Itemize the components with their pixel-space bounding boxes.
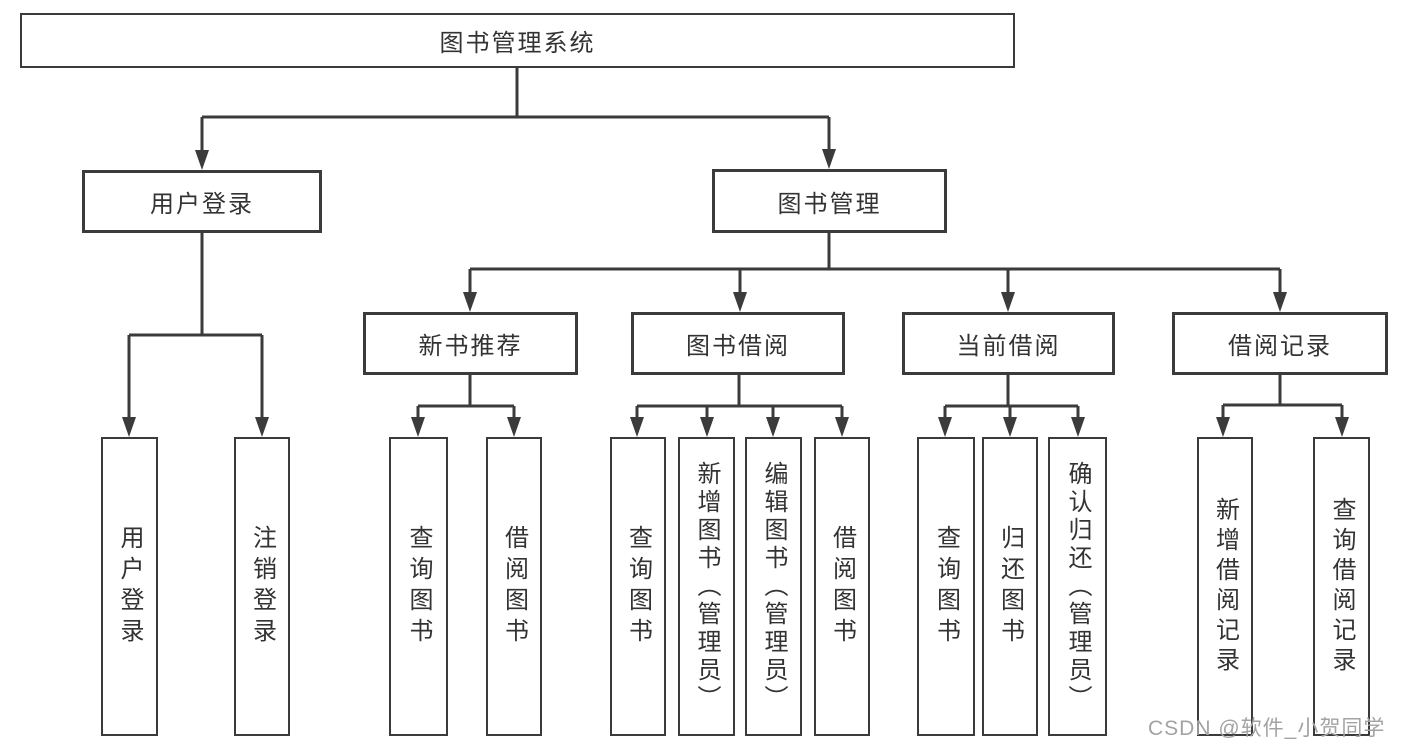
arrowhead	[507, 417, 521, 437]
connector-book-mgmt-children	[468, 233, 1282, 294]
node-root: 图书管理系统	[20, 13, 1015, 68]
node-book-mgmt: 图书管理	[712, 169, 947, 233]
arrowhead	[835, 417, 849, 437]
leaf-add-book-admin-label: 新增图书（管理员）	[693, 460, 720, 713]
arrowhead	[1003, 417, 1017, 437]
connector-current-borrow-children	[943, 375, 1080, 419]
arrowhead	[255, 417, 269, 437]
connector-user-login-children	[127, 233, 264, 419]
arrowhead	[822, 149, 836, 169]
leaf-borrow-books-2-label: 借阅图书	[828, 524, 856, 649]
leaf-add-borrow-record: 新增借阅记录	[1197, 437, 1253, 736]
arrowhead	[630, 417, 644, 437]
leaf-query-books-2: 查询图书	[610, 437, 666, 736]
node-root-label: 图书管理系统	[439, 30, 596, 57]
node-borrow-records-label: 借阅记录	[1228, 333, 1332, 360]
leaf-logout: 注销登录	[234, 437, 290, 736]
leaf-add-borrow-record-label: 新增借阅记录	[1211, 496, 1239, 677]
node-book-mgmt-label: 图书管理	[777, 190, 882, 218]
leaf-query-borrow-record-label: 查询借阅记录	[1328, 496, 1355, 677]
leaf-add-book-admin: 新增图书（管理员）	[678, 437, 735, 736]
leaf-query-books-1: 查询图书	[389, 437, 448, 736]
leaf-logout-label: 注销登录	[248, 524, 276, 649]
leaf-borrow-books-2: 借阅图书	[814, 437, 870, 736]
leaf-return-books-label: 归还图书	[996, 524, 1024, 649]
leaf-query-books-2-label: 查询图书	[624, 524, 652, 649]
arrowhead	[122, 417, 136, 437]
leaf-edit-book-admin: 编辑图书（管理员）	[745, 437, 802, 736]
connector-borrow-records-children	[1221, 375, 1344, 419]
leaf-return-books: 归还图书	[982, 437, 1038, 736]
arrowhead	[1335, 417, 1349, 437]
leaf-query-books-1-label: 查询图书	[405, 524, 432, 649]
arrowhead	[938, 417, 952, 437]
arrowhead	[733, 292, 747, 312]
node-user-login-label: 用户登录	[150, 191, 254, 218]
leaf-borrow-books-1: 借阅图书	[486, 437, 542, 736]
arrowhead	[1071, 417, 1085, 437]
node-user-login: 用户登录	[82, 170, 322, 233]
connector-root-to-level2	[200, 68, 831, 150]
leaf-query-books-3-label: 查询图书	[932, 524, 960, 649]
connector-book-borrow-children	[635, 375, 844, 419]
leaf-query-borrow-record: 查询借阅记录	[1313, 437, 1370, 736]
arrowhead	[411, 417, 425, 437]
node-borrow-records: 借阅记录	[1172, 312, 1388, 375]
leaf-confirm-return-admin: 确认归还（管理员）	[1048, 437, 1107, 736]
node-book-borrow-label: 图书借阅	[686, 333, 790, 360]
arrowhead	[766, 417, 780, 437]
node-current-borrow-label: 当前借阅	[956, 333, 1061, 360]
leaf-user-login-label: 用户登录	[116, 524, 143, 649]
csdn-watermark: CSDN @软件_小贺同学	[1148, 717, 1386, 740]
leaf-query-books-3: 查询图书	[917, 437, 975, 736]
node-book-borrow: 图书借阅	[631, 312, 845, 375]
leaf-borrow-books-1-label: 借阅图书	[500, 524, 528, 649]
arrowhead	[463, 292, 477, 312]
connector-new-book-children	[416, 375, 516, 419]
leaf-confirm-return-admin-label: 确认归还（管理员）	[1064, 460, 1091, 713]
leaf-user-login: 用户登录	[101, 437, 158, 736]
arrowhead	[700, 417, 714, 437]
node-new-book-rec-label: 新书推荐	[418, 333, 523, 360]
leaf-edit-book-admin-label: 编辑图书（管理员）	[760, 460, 787, 713]
arrowhead	[195, 150, 209, 170]
arrowhead	[1216, 417, 1230, 437]
node-current-borrow: 当前借阅	[902, 312, 1115, 375]
arrowhead	[1001, 292, 1015, 312]
node-new-book-rec: 新书推荐	[363, 312, 578, 375]
arrowhead	[1273, 292, 1287, 312]
